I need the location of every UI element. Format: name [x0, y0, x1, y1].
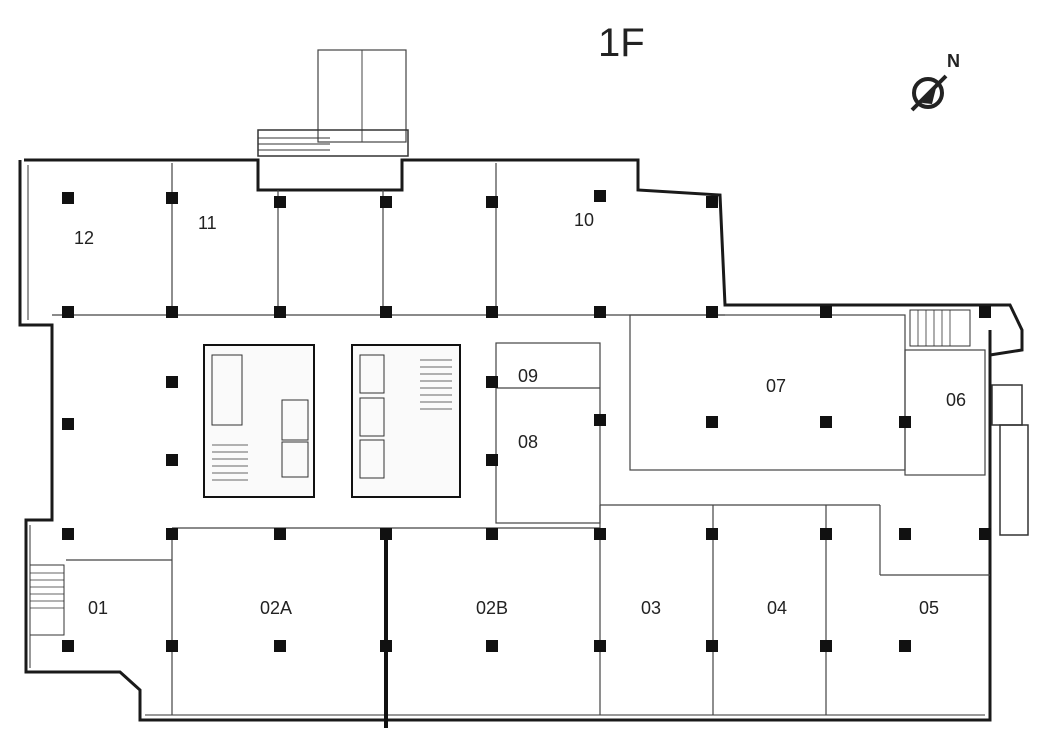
structural-column — [62, 418, 74, 430]
structural-column — [486, 454, 498, 466]
structural-column — [979, 306, 991, 318]
structural-column — [486, 640, 498, 652]
entrance-canopy — [257, 49, 409, 157]
structural-column — [62, 306, 74, 318]
structural-columns — [62, 190, 991, 652]
structural-column — [274, 640, 286, 652]
structural-column — [380, 306, 392, 318]
structural-column — [274, 196, 286, 208]
structural-column — [706, 196, 718, 208]
structural-column — [380, 196, 392, 208]
room-label-07: 07 — [766, 376, 786, 396]
north-label: N — [947, 51, 960, 71]
structural-column — [166, 640, 178, 652]
core-right — [351, 344, 461, 498]
structural-column — [166, 454, 178, 466]
stair-west — [29, 564, 65, 636]
structural-column — [706, 528, 718, 540]
structural-column — [594, 306, 606, 318]
structural-column — [166, 528, 178, 540]
structural-column — [594, 528, 606, 540]
core-left — [203, 344, 315, 498]
structural-column — [274, 306, 286, 318]
structural-column — [979, 528, 991, 540]
structural-column — [820, 528, 832, 540]
structural-column — [62, 640, 74, 652]
structural-column — [486, 306, 498, 318]
structural-column — [820, 640, 832, 652]
structural-column — [899, 528, 911, 540]
structural-column — [380, 640, 392, 652]
floor-title: 1F — [598, 21, 645, 65]
room-label-03: 03 — [641, 598, 661, 618]
room-label-02B: 02B — [476, 598, 508, 618]
stair-east — [909, 309, 971, 347]
structural-column — [486, 528, 498, 540]
structural-column — [594, 640, 606, 652]
structural-column — [486, 376, 498, 388]
structural-column — [594, 414, 606, 426]
structural-column — [706, 306, 718, 318]
room-label-01: 01 — [88, 598, 108, 618]
room-label-08: 08 — [518, 432, 538, 452]
structural-column — [706, 416, 718, 428]
structural-column — [166, 306, 178, 318]
structural-column — [274, 528, 286, 540]
room-label-12: 12 — [74, 228, 94, 248]
structural-column — [380, 528, 392, 540]
structural-column — [820, 306, 832, 318]
room-label-11: 11 — [198, 213, 217, 233]
north-arrow-icon: N — [910, 51, 960, 112]
room-label-06: 06 — [946, 390, 966, 410]
structural-column — [706, 640, 718, 652]
structural-column — [899, 416, 911, 428]
structural-column — [486, 196, 498, 208]
room-label-09: 09 — [518, 366, 538, 386]
room-label-10: 10 — [574, 210, 594, 230]
room-label-05: 05 — [919, 598, 939, 618]
room-label-04: 04 — [767, 598, 787, 618]
interior-walls — [52, 163, 990, 728]
structural-column — [166, 376, 178, 388]
structural-column — [166, 192, 178, 204]
structural-column — [594, 190, 606, 202]
structural-column — [820, 416, 832, 428]
room-label-02A: 02A — [260, 598, 292, 618]
structural-column — [62, 528, 74, 540]
structural-column — [899, 640, 911, 652]
structural-column — [62, 192, 74, 204]
